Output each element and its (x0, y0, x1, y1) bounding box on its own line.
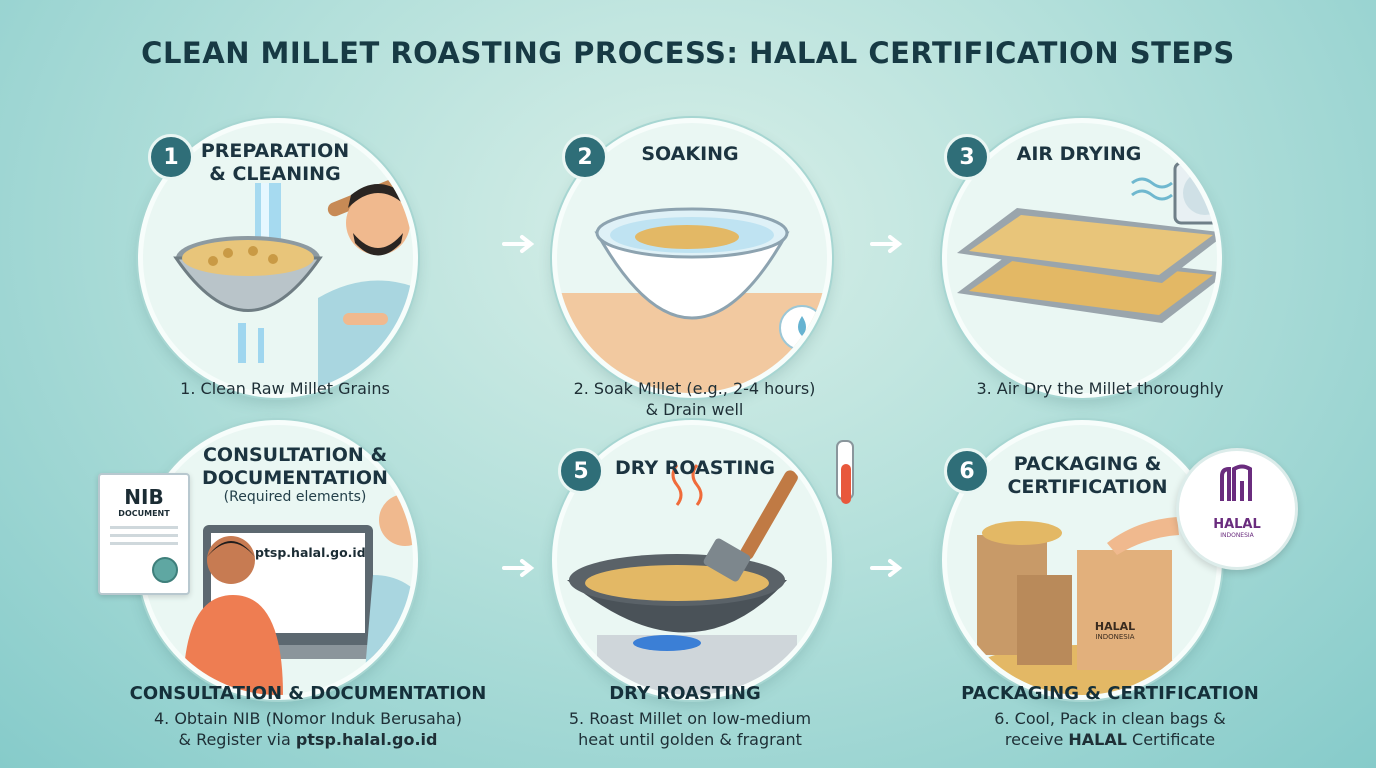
soaking-illustration (557, 207, 827, 393)
halal-badge-sub: INDONESIA (1220, 532, 1254, 539)
step-1-title-line2: & CLEANING (209, 163, 341, 185)
step-4-heading: CONSULTATION & DOCUMENTATION (129, 683, 487, 704)
step-6-title-line1: PACKAGING & (1013, 453, 1162, 475)
nib-title: NIB (124, 485, 164, 509)
arrow-right-icon (870, 559, 903, 577)
step-6-caption-bold: HALAL (1068, 730, 1127, 749)
step-2-caption: 2. Soak Millet (e.g., 2-4 hours) & Drain… (552, 378, 837, 420)
step-4-caption-line2: & Register via ptsp.halal.go.id (118, 729, 498, 750)
step-3-title: AIR DRYING (1016, 143, 1142, 165)
step-4-title-line1: CONSULTATION & (202, 444, 388, 466)
halal-badge-text: HALAL (1213, 517, 1261, 532)
step-4-caption: 4. Obtain NIB (Nomor Induk Berusaha) & R… (118, 708, 498, 750)
step-6-caption-suffix: Certificate (1126, 730, 1216, 749)
cleaning-illustration (173, 173, 413, 393)
step-1-title: PREPARATION & CLEANING (190, 140, 360, 186)
step-6-caption-prefix: receive (1004, 730, 1069, 749)
arrow-right-icon (502, 559, 535, 577)
step-1-title-line1: PREPARATION (200, 140, 350, 162)
halal-logo-icon (1220, 464, 1252, 501)
step-1-number: 1 (148, 134, 194, 180)
step-4-title-line2: DOCUMENTATION (202, 467, 388, 489)
step-4-title: CONSULTATION & DOCUMENTATION (195, 444, 395, 490)
step-6-caption-line2: receive HALAL Certificate (950, 729, 1270, 750)
page-title: CLEAN MILLET ROASTING PROCESS: HALAL CER… (141, 36, 1235, 70)
step-5-caption: 5. Roast Millet on low-medium heat until… (545, 708, 835, 750)
step-5-heading: DRY ROASTING (609, 683, 761, 704)
step-6-number: 6 (944, 448, 990, 494)
step-6-title: PACKAGING & CERTIFICATION (1000, 453, 1175, 499)
thermometer-icon (836, 440, 854, 504)
step-3-caption: 3. Air Dry the Millet thoroughly (976, 379, 1224, 398)
step-2-number: 2 (562, 134, 608, 180)
step-2-caption-line2: & Drain well (645, 400, 744, 419)
nib-document: NIB DOCUMENT (98, 473, 190, 595)
arrow-right-icon (870, 235, 903, 253)
step-5-caption-line1: 5. Roast Millet on low-medium (568, 709, 812, 728)
step-4-subtitle: (Required elements) (223, 489, 367, 505)
laptop-url[interactable]: ptsp.halal.go.id (255, 545, 366, 560)
bag-halal-sub: INDONESIA (1095, 633, 1135, 641)
step-6-caption-line1: 6. Cool, Pack in clean bags & (994, 709, 1226, 728)
step-2-title: SOAKING (641, 143, 739, 165)
seal-icon (152, 557, 178, 583)
step-6-caption: 6. Cool, Pack in clean bags & receive HA… (950, 708, 1270, 750)
step-3-number: 3 (944, 134, 990, 180)
halal-portal-link[interactable]: ptsp.halal.go.id (295, 730, 438, 749)
step-1-circle (138, 118, 418, 398)
step-2-caption-line1: 2. Soak Millet (e.g., 2-4 hours) (573, 379, 816, 398)
bag-label: HALAL INDONESIA (1085, 620, 1145, 641)
consultation-illustration (183, 494, 413, 695)
nib-label: DOCUMENT (118, 509, 170, 518)
step-4-circle (138, 420, 418, 700)
step-1-caption: 1. Clean Raw Millet Grains (180, 379, 390, 398)
step-5-number: 5 (558, 448, 604, 494)
packaging-illustration (967, 517, 1187, 695)
roasting-illustration (567, 464, 798, 695)
step-5-caption-line2: heat until golden & fragrant (578, 730, 802, 749)
step-4-caption-prefix: & Register via (178, 730, 296, 749)
step-6-title-line2: CERTIFICATION (1007, 476, 1168, 498)
halal-badge: HALAL INDONESIA (1176, 448, 1298, 570)
step-4-caption-line1: 4. Obtain NIB (Nomor Induk Berusaha) (153, 709, 462, 728)
bag-halal-text: HALAL (1094, 620, 1136, 633)
air-drying-illustration (957, 161, 1217, 323)
arrow-right-icon (502, 235, 535, 253)
step-6-heading: PACKAGING & CERTIFICATION (961, 683, 1259, 704)
step-5-title: DRY ROASTING (615, 457, 775, 479)
